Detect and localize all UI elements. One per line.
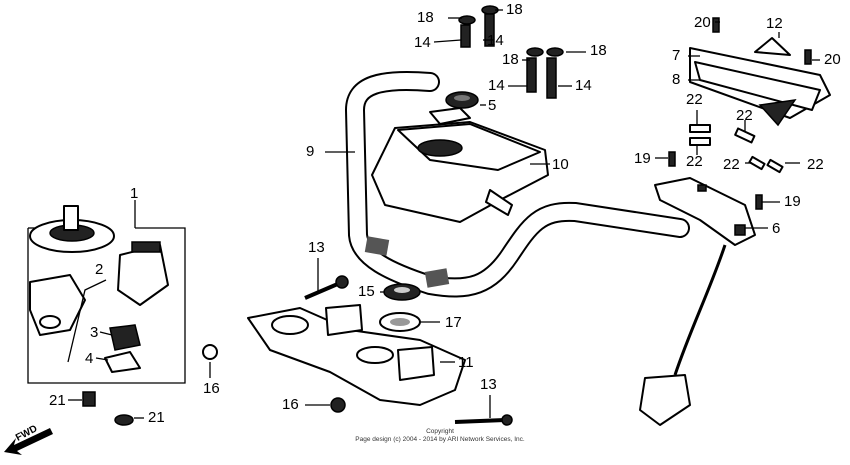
screw-19-part (668, 151, 676, 167)
fwd-arrow-icon (4, 428, 53, 455)
group-1-box (27, 227, 186, 384)
callout-16a: 16 (203, 380, 220, 397)
leader-lines (67, 9, 820, 419)
callout-22a: 22 (686, 91, 703, 108)
callout-18d: 18 (590, 42, 607, 59)
fuse-box-part (639, 177, 756, 426)
callout-22d: 22 (723, 156, 740, 173)
callout-9: 9 (306, 143, 315, 160)
callout-14a: 14 (414, 34, 431, 51)
callout-3: 3 (90, 324, 99, 341)
callout-13b: 13 (480, 376, 497, 393)
copyright-line-2: Page design (c) 2004 - 2014 by ARI Netwo… (355, 436, 525, 443)
fuses-22-part (689, 124, 784, 174)
callout-4: 4 (85, 350, 94, 367)
callout-20a: 20 (694, 14, 711, 31)
meter-housing-part (371, 107, 549, 223)
switch-cover-part (689, 37, 831, 127)
callout-13a: 13 (308, 239, 325, 256)
copyright-line-1: Copyright (426, 428, 454, 435)
bolt-13-bottom-part (454, 418, 506, 424)
callout-14c: 14 (488, 77, 505, 94)
callout-18a: 18 (417, 9, 434, 26)
callout-15: 15 (358, 283, 375, 300)
callout-14d: 14 (575, 77, 592, 94)
callout-20b: 20 (824, 51, 841, 68)
ignition-switch-part (29, 205, 169, 373)
callout-18b: 18 (506, 1, 523, 18)
callout-12: 12 (766, 15, 783, 32)
callout-22e: 22 (807, 156, 824, 173)
callout-8: 8 (672, 71, 681, 88)
bolt-13-left-part (304, 281, 341, 300)
callout-5: 5 (488, 97, 497, 114)
callout-21b: 21 (148, 409, 165, 426)
bolts-21-part (82, 391, 134, 426)
screw-20-part (712, 17, 720, 33)
callout-17: 17 (445, 314, 462, 331)
callout-2: 2 (95, 261, 104, 278)
callout-11: 11 (458, 354, 474, 371)
callout-22c: 22 (686, 153, 703, 170)
callout-18c: 18 (502, 51, 519, 68)
callout-19a: 19 (634, 150, 651, 167)
callout-7: 7 (672, 47, 681, 64)
copyright-notice: Copyright Page design (c) 2004 - 2014 by… (300, 428, 580, 444)
callout-1: 1 (130, 185, 139, 202)
callout-10: 10 (552, 156, 569, 173)
bolts-14-18-part (458, 5, 564, 99)
nut-16-bottom-part (330, 397, 346, 413)
callout-6: 6 (772, 220, 781, 237)
top-bridge-part (247, 304, 466, 406)
callout-16b: 16 (282, 396, 299, 413)
callout-14b: 14 (487, 32, 504, 49)
callout-21a: 21 (49, 392, 66, 409)
handlebar-part (344, 70, 690, 298)
nut-16-left-part (202, 344, 218, 360)
callout-22b: 22 (736, 107, 753, 124)
callout-19b: 19 (784, 193, 801, 210)
